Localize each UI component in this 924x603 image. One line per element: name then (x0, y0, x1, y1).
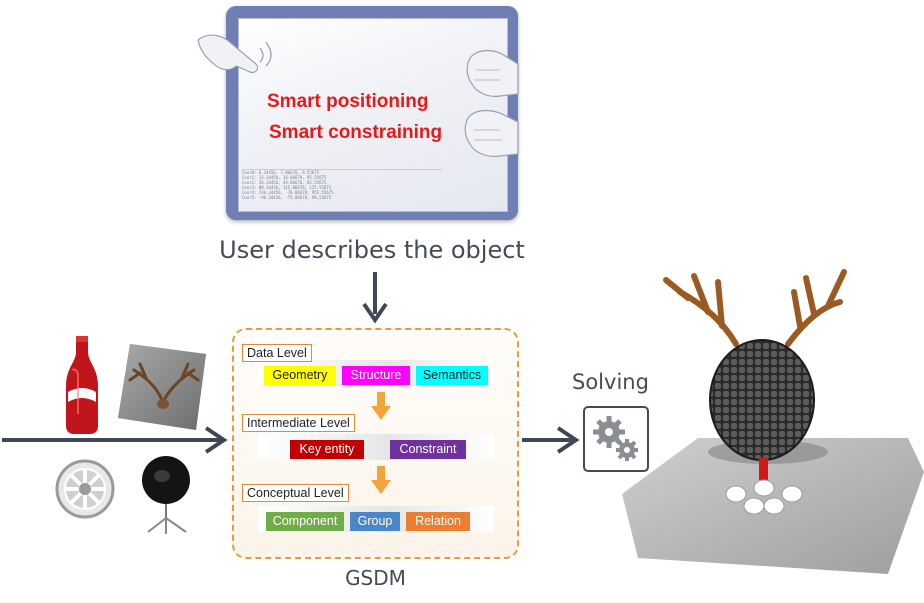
level-arrow-icon (371, 392, 391, 420)
antler-chair-scene-icon (622, 269, 924, 574)
level-label-intermediate: Intermediate Level (242, 414, 355, 432)
egg-chair-icon (142, 456, 190, 534)
screen-background (239, 19, 507, 211)
coord-line: Coor2: 26.34456, 44.86678, 85.55675 (242, 180, 327, 185)
chip-semantics: Semantics (416, 366, 488, 385)
coordinate-log: Coor0: 6.34456, 7.86678, 9.55675 Coor1: … (242, 169, 442, 200)
arrow-down-icon (362, 272, 388, 324)
chip-geometry: Geometry (264, 366, 336, 385)
chip-component: Component (266, 512, 344, 531)
coord-line: Coor1: 12.34456, 16.86678, 95.55675 (242, 175, 327, 180)
level-label-data: Data Level (242, 344, 312, 362)
solving-box (583, 406, 649, 472)
solving-label: Solving (572, 370, 649, 394)
coord-line: Coor4: 234.34456, -78.86678, 955.55675 (242, 190, 334, 195)
coord-line: Coor3: 88.34456, 115.86678, 125.55675 (242, 185, 332, 190)
wheel-rim-icon (55, 459, 115, 519)
hand-frame-icon (464, 49, 519, 157)
arrow-right-icon (522, 426, 580, 454)
smart-positioning-text: Smart positioning (267, 91, 429, 112)
arrow-right-icon (2, 426, 228, 454)
antlers-icon (118, 344, 206, 430)
user-describes-caption: User describes the object (219, 236, 525, 264)
smart-constraining-text: Smart constraining (269, 122, 443, 143)
level-arrow-icon (371, 466, 391, 494)
level-label-conceptual: Conceptual Level (242, 484, 349, 502)
chip-constraint: Constraint (390, 440, 466, 459)
gears-icon (593, 416, 638, 461)
cola-bottle-icon (66, 336, 98, 434)
gsdm-caption: GSDM (345, 566, 406, 590)
chip-key-entity: Key entity (290, 440, 364, 459)
gsdm-panel: Data Level Geometry Structure Semantics … (232, 328, 519, 559)
coord-line: Coor5: -96.34456, -75.86678, 98.55675 (242, 195, 332, 200)
chip-group: Group (350, 512, 400, 531)
chip-relation: Relation (406, 512, 470, 531)
hand-pointing-icon (197, 34, 272, 73)
chip-structure: Structure (342, 366, 410, 385)
tablet-screen: Smart positioning Smart constraining Coo… (238, 18, 508, 212)
coord-line: Coor0: 6.34456, 7.86678, 9.55675 (242, 170, 320, 175)
